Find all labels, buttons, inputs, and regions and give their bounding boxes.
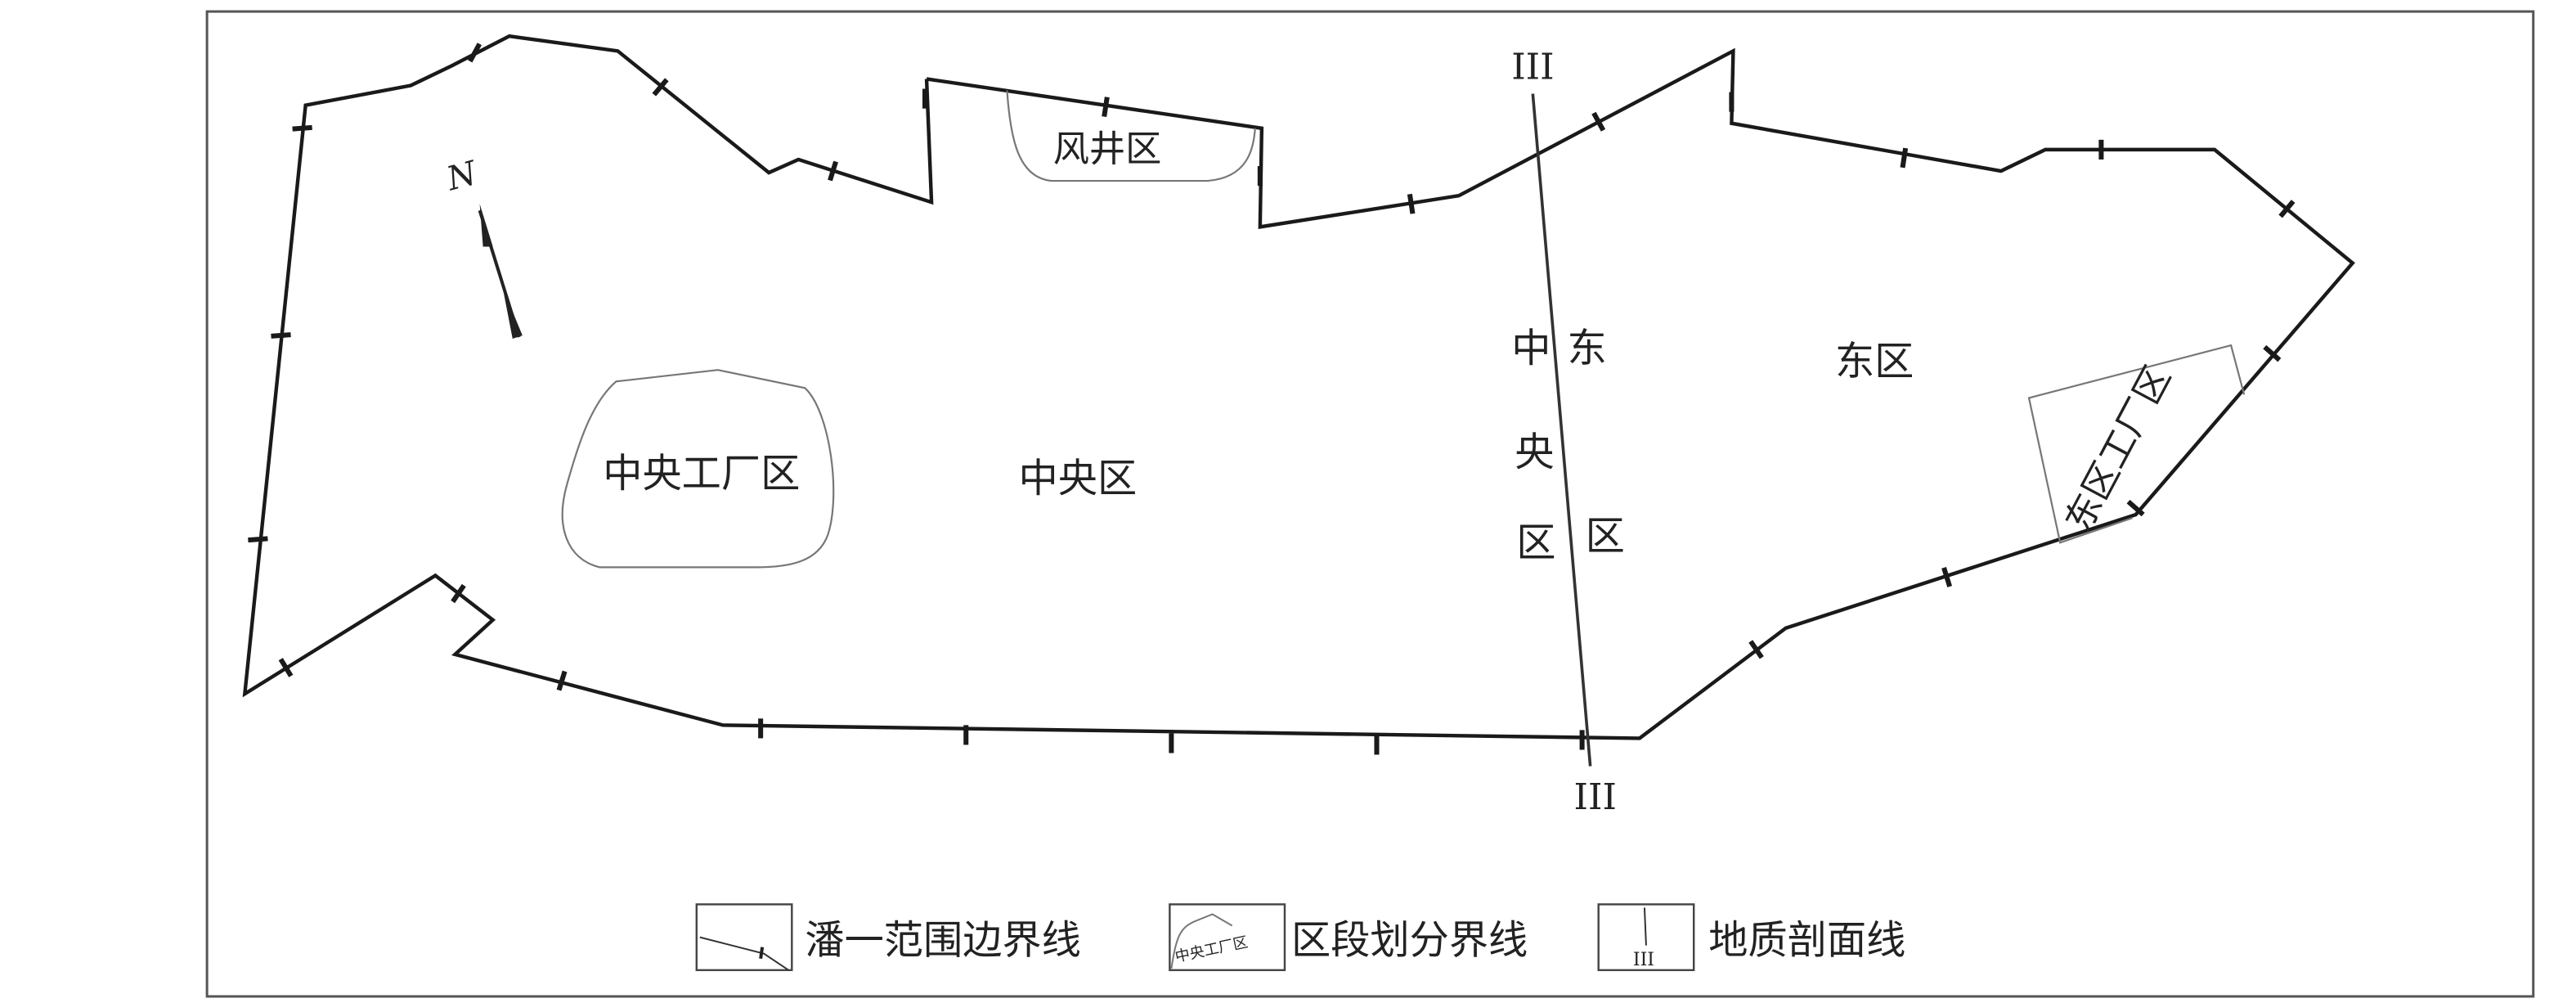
map-frame (205, 10, 2535, 998)
boundary-tick-icon (1407, 193, 1416, 214)
central-plant-boundary (561, 369, 835, 569)
mine-boundary-west (242, 34, 2355, 740)
boundary-tick-icon (451, 583, 466, 604)
zone-label-central-plant: 中央工厂区 (603, 451, 800, 497)
legend-item-boundary: 潘一范围边界线 (695, 903, 1081, 972)
zone-division-icon (1169, 903, 1286, 972)
zone-label-central-east-4: 东 (1568, 326, 1607, 371)
boundary-line-icon (695, 903, 793, 972)
boundary-line-sample (699, 936, 789, 971)
legend-sample-section: III (1633, 949, 1654, 970)
zone-label-vent: 风井区 (1053, 128, 1162, 170)
boundary-tick-icon (2263, 344, 2282, 362)
boundary-tick-icon (652, 78, 669, 97)
legend-label-boundary: 潘一范围边界线 (805, 918, 1080, 964)
zone-division-sample (1170, 913, 1233, 969)
boundary-tick-marks (248, 43, 2296, 755)
zone-label-central-east-3: 区 (1516, 519, 1555, 565)
boundary-tick-icon (2126, 499, 2145, 517)
boundary-tick-sample (759, 947, 765, 960)
boundary-tick-icon (248, 536, 268, 543)
section-line-sample (1643, 907, 1647, 946)
boundary-tick-icon (556, 670, 568, 691)
zone-label-central-east-2: 央 (1515, 430, 1554, 475)
section-label-bottom: III (1574, 776, 1617, 818)
section-line-iii (1531, 93, 1592, 767)
legend: 潘一范围边界线 中央工厂区 区段划分界线 III 地质剖面线 (695, 903, 1905, 972)
north-arrow: N (442, 154, 523, 340)
legend-item-zone-division: 中央工厂区 区段划分界线 (1169, 903, 1528, 972)
boundary-tick-icon (278, 658, 294, 677)
arrow-tail-icon (502, 287, 523, 340)
arrowhead-icon (479, 204, 493, 247)
boundary-tick-icon (292, 124, 312, 132)
legend-label-zone-division: 区段划分界线 (1291, 918, 1528, 964)
boundary-tick-icon (1748, 640, 1764, 659)
boundary-tick-icon (1900, 147, 1909, 169)
north-label: N (442, 154, 482, 198)
vent-zone-boundary (1006, 90, 1256, 182)
boundary-tick-icon (1591, 111, 1606, 132)
boundary-tick-icon (2278, 200, 2296, 218)
section-label-top: III (1511, 46, 1554, 88)
boundary-tick-icon (1102, 97, 1110, 118)
legend-label-section: 地质剖面线 (1708, 918, 1905, 964)
zone-label-central-east-5: 区 (1586, 513, 1625, 559)
zone-label-east: 东区 (1835, 339, 1914, 385)
zone-label-central-east-1: 中 (1511, 326, 1551, 371)
boundary-tick-icon (468, 43, 482, 63)
boundary-tick-icon (271, 332, 291, 339)
boundary-tick-icon (1941, 567, 1953, 587)
zone-label-central: 中央区 (1019, 456, 1138, 502)
east-plant-boundary (2027, 344, 2246, 544)
legend-item-section: III 地质剖面线 (1597, 903, 1905, 972)
boundary-tick-icon (828, 160, 838, 182)
